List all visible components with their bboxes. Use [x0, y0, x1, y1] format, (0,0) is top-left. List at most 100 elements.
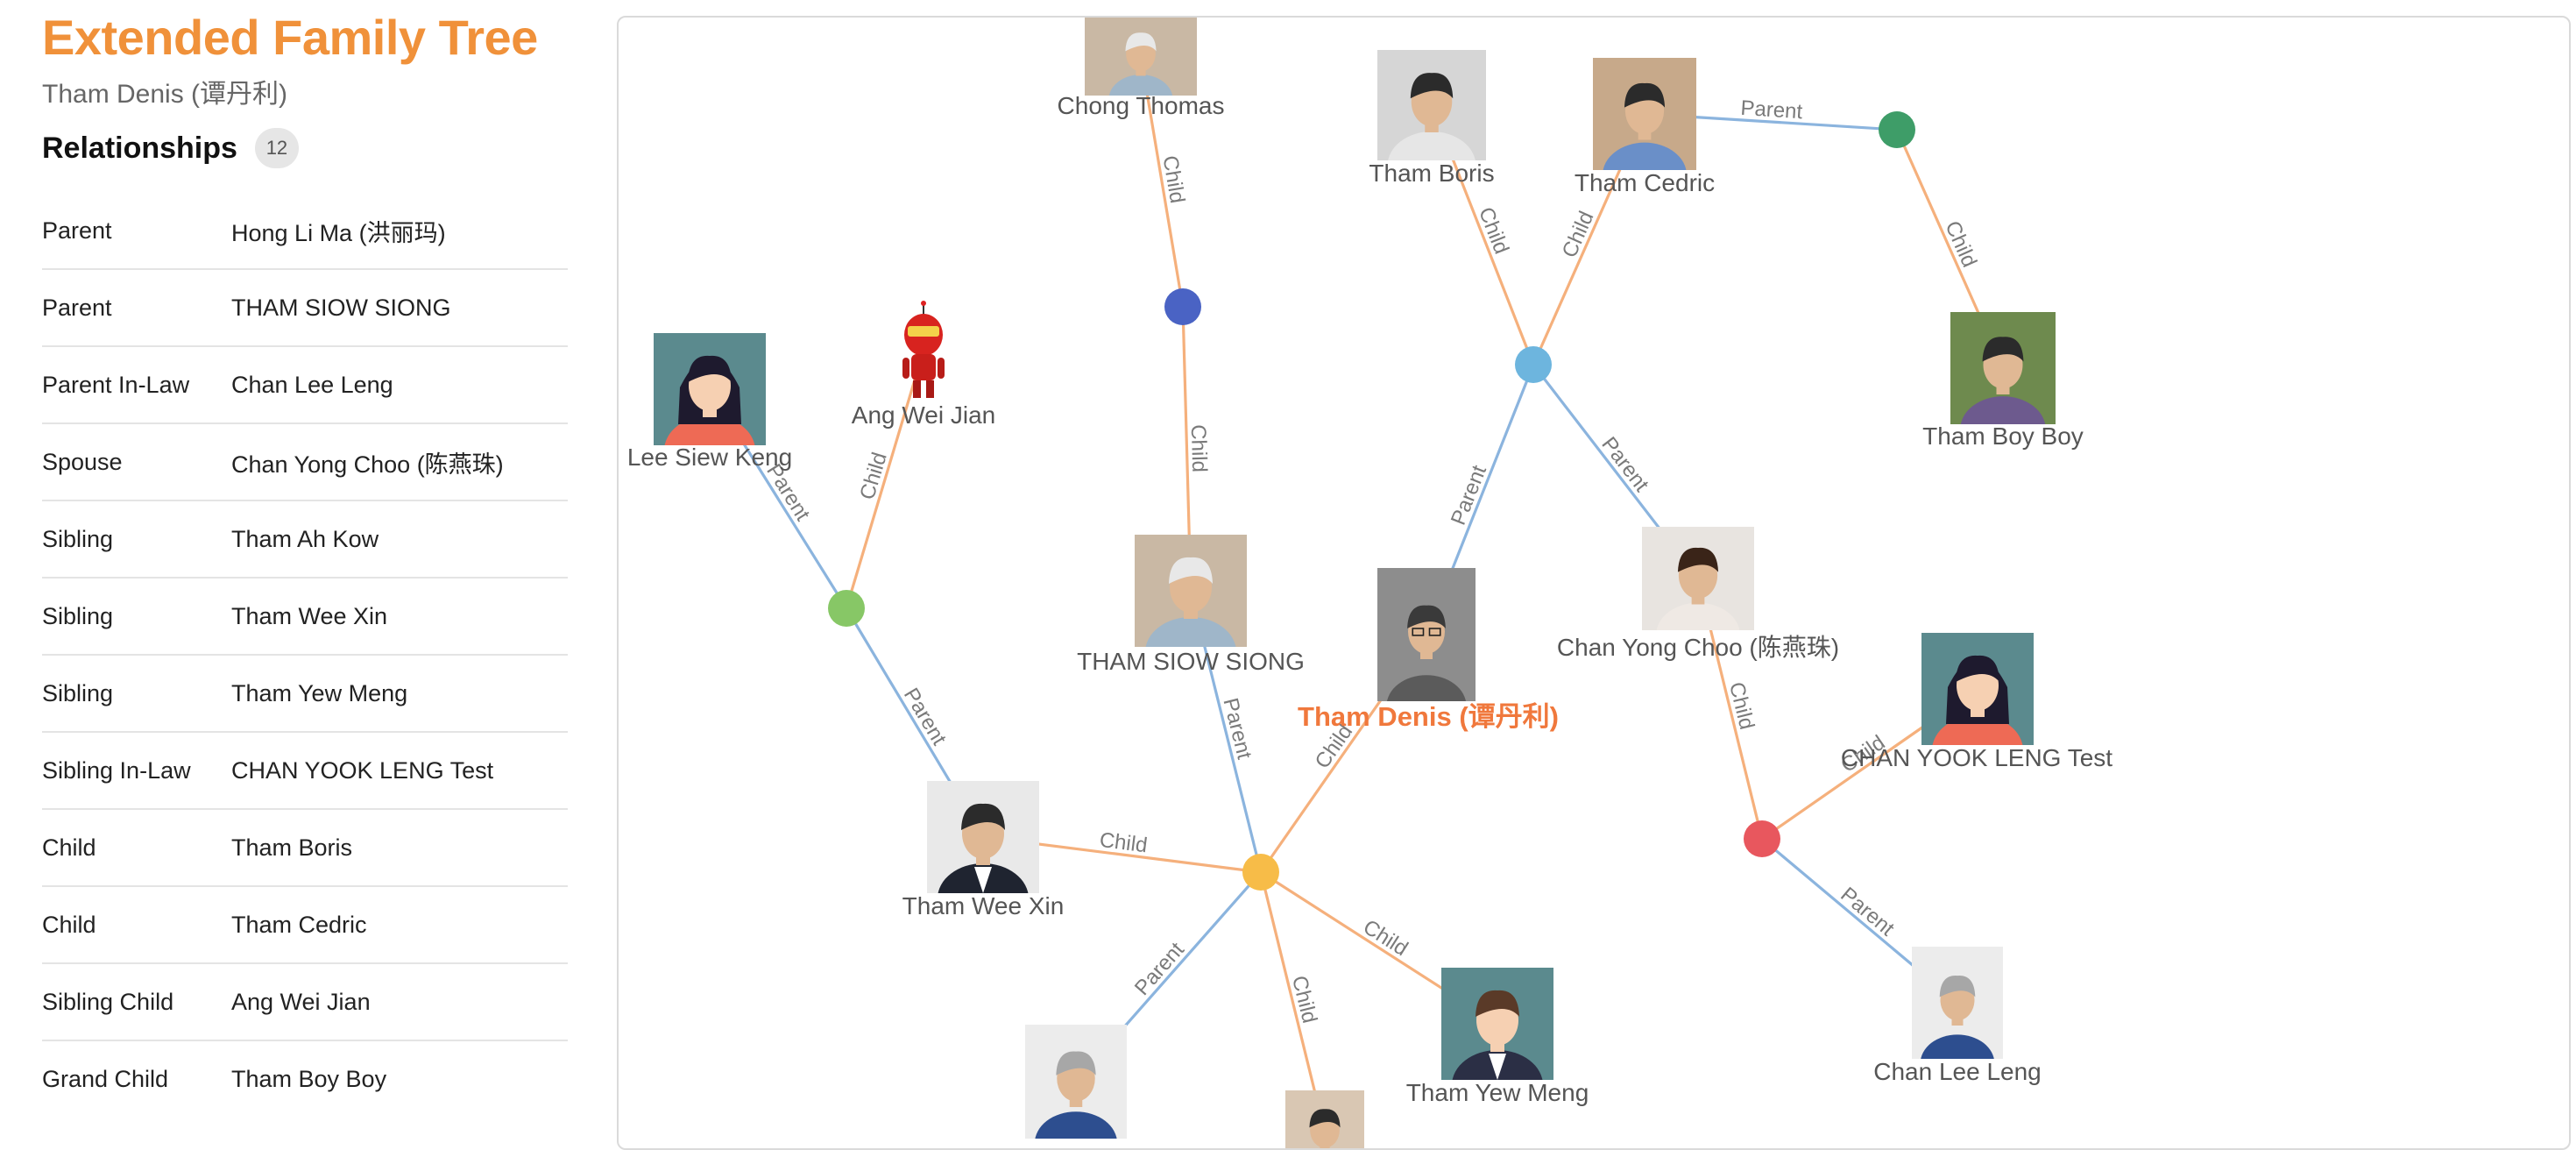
union-node[interactable] [1164, 288, 1201, 325]
edge-label: Parent [1447, 462, 1491, 529]
relationship-person-name: Hong Li Ma (洪丽玛) [231, 219, 446, 246]
relationship-row[interactable]: Sibling Tham Yew Meng [42, 656, 568, 733]
person-node[interactable] [1642, 527, 1754, 667]
woman-illustration-icon [1921, 633, 2034, 745]
elderly-woman-photo-icon [1912, 947, 2003, 1059]
relationship-person-name: Tham Yew Meng [231, 679, 408, 706]
elderly-woman-photo-icon [1025, 1025, 1127, 1139]
relationship-type: Grand Child [42, 1065, 169, 1092]
person-label: CHAN YOOK LENG Test [1841, 744, 2112, 771]
robot-illustration-icon [902, 301, 945, 398]
relationship-type: Parent [42, 217, 112, 244]
woman-illustration-icon [654, 333, 766, 445]
relationship-person-name: Ang Wei Jian [231, 988, 371, 1015]
man-illustration-icon [1441, 968, 1553, 1080]
relationship-person-name: Chan Lee Leng [231, 371, 393, 398]
relationship-row[interactable]: Sibling In-Law CHAN YOOK LENG Test [42, 733, 568, 810]
edge-label: Child [1359, 915, 1412, 961]
person-label: Ang Wei Jian [852, 401, 995, 429]
person-label: Tham Boris [1369, 160, 1494, 187]
elderly-man-photo-icon [1135, 535, 1247, 647]
relationship-row[interactable]: Parent In-Law Chan Lee Leng [42, 347, 568, 424]
relationships-header: Relationships 12 [42, 128, 299, 168]
relationship-type: Child [42, 911, 96, 938]
young-man-photo-icon [1593, 58, 1696, 170]
relationship-person-name: Tham Ah Kow [231, 525, 379, 552]
elderly-man-photo-icon [1085, 18, 1197, 96]
relationship-row[interactable]: Spouse Chan Yong Choo (陈燕珠) [42, 424, 568, 501]
person-node[interactable] [1377, 568, 1476, 736]
page-subtitle: Tham Denis (谭丹利) [42, 80, 288, 109]
page-title: Extended Family Tree [42, 10, 538, 65]
person-node[interactable] [1085, 18, 1197, 124]
relationship-person-name: CHAN YOOK LENG Test [231, 756, 494, 784]
person-label: Tham Wee Xin [902, 892, 1065, 919]
relationship-type: Child [42, 834, 96, 861]
person-node[interactable] [1441, 968, 1553, 1120]
toddler-photo-icon [1950, 312, 2056, 424]
union-node[interactable] [1515, 346, 1552, 383]
edge-label: Child [1287, 973, 1321, 1026]
man-photo-icon [1285, 1090, 1364, 1148]
relationship-row[interactable]: Parent Hong Li Ma (洪丽玛) [42, 193, 568, 270]
person-label: Tham Boy Boy [1922, 422, 2084, 450]
edge-label: Parent [1836, 883, 1899, 941]
child-edge [1259, 871, 1327, 1133]
edge-label: Parent [1596, 433, 1653, 497]
union-node[interactable] [828, 590, 865, 627]
relationship-type: Spouse [42, 448, 123, 475]
person-node[interactable] [1025, 1025, 1127, 1148]
edge-label: Parent [1130, 938, 1189, 1000]
person-label: Chan Lee Leng [1873, 1058, 2042, 1085]
child-edge [845, 350, 925, 609]
union-node[interactable] [1879, 111, 1915, 148]
person-label: Lee Siew Keng [627, 444, 792, 471]
relationship-type: Sibling In-Law [42, 756, 191, 784]
person-label: Tham Yew Meng [1406, 1079, 1589, 1106]
child-edge [1139, 55, 1185, 308]
man-with-glasses-photo-icon [1377, 568, 1476, 701]
relationships-heading: Relationships [42, 131, 237, 165]
relationship-row[interactable]: Grand Child Tham Boy Boy [42, 1041, 568, 1117]
person-node[interactable] [927, 781, 1039, 933]
person-node[interactable] [1921, 633, 2034, 785]
relationship-person-name: Tham Boy Boy [231, 1065, 387, 1092]
person-node[interactable] [902, 301, 945, 398]
edges-layer [708, 55, 2005, 1133]
person-label: Chong Thomas [1058, 92, 1225, 119]
person-node[interactable] [1377, 50, 1486, 200]
unions-layer [828, 111, 1915, 891]
relationship-person-name: Tham Wee Xin [231, 602, 388, 629]
relationship-person-name: Chan Yong Choo (陈燕珠) [231, 451, 504, 478]
person-node[interactable] [1285, 1090, 1364, 1148]
person-node[interactable] [1950, 312, 2056, 462]
focus-person-label: Tham Denis (谭丹利) [1298, 701, 1559, 732]
union-node[interactable] [1242, 854, 1279, 891]
person-node[interactable] [1912, 947, 2003, 1091]
relationship-row[interactable]: Child Tham Cedric [42, 887, 568, 964]
person-node[interactable] [654, 333, 766, 486]
relationship-type: Sibling [42, 679, 114, 706]
relationship-type: Parent In-Law [42, 371, 190, 398]
relationship-row[interactable]: Sibling Child Ang Wei Jian [42, 964, 568, 1041]
edge-label: Parent [899, 684, 952, 749]
person-label: THAM SIOW SIONG [1077, 648, 1305, 675]
edge-label: Child [1157, 154, 1189, 205]
relationship-person-name: Tham Cedric [231, 911, 367, 938]
relationships-count-badge: 12 [254, 128, 299, 168]
person-node[interactable] [1135, 535, 1247, 687]
edge-label: Child [1186, 424, 1212, 472]
person-label: Tham Cedric [1575, 169, 1715, 196]
relationship-type: Sibling Child [42, 988, 174, 1015]
relationship-person-name: THAM SIOW SIONG [231, 294, 451, 321]
union-node[interactable] [1744, 820, 1780, 857]
person-node[interactable] [1593, 58, 1696, 207]
